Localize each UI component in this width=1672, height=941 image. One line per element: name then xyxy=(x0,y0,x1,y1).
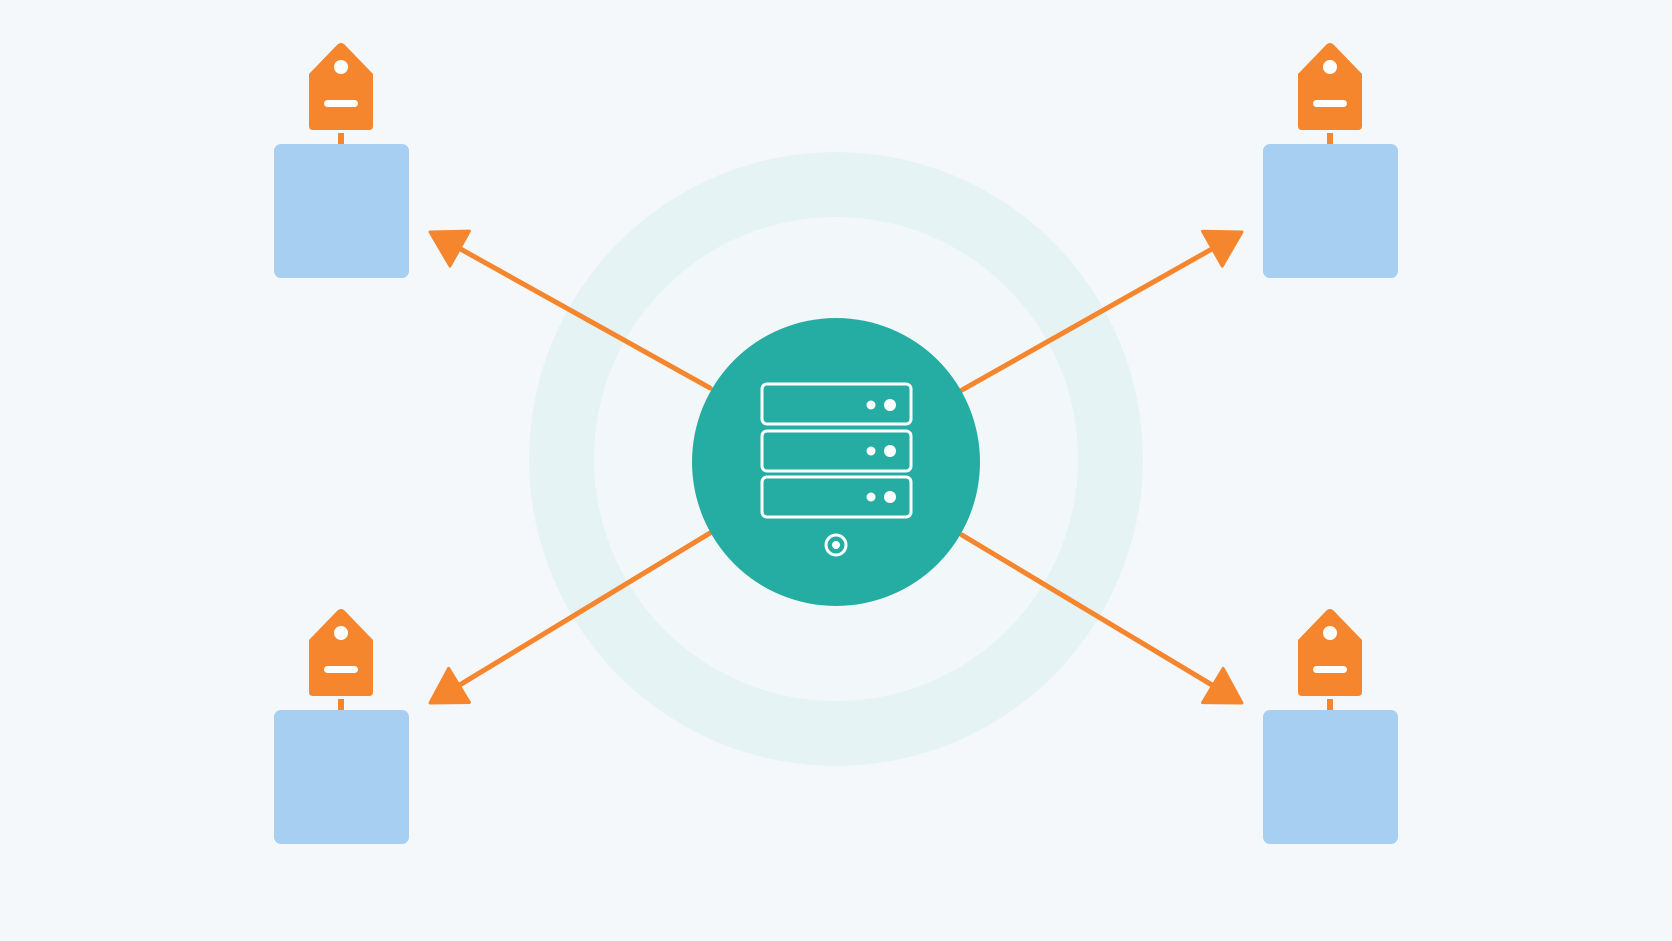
server-rack-icon xyxy=(760,382,913,557)
client-block xyxy=(274,710,409,844)
arrow-shaft xyxy=(959,532,1219,691)
tag-icon xyxy=(1298,609,1362,696)
server-led xyxy=(866,400,876,410)
client-node-bottom-left xyxy=(274,609,409,844)
tag-slot xyxy=(1313,666,1347,673)
server-power-ring xyxy=(824,533,848,557)
server-led xyxy=(884,491,896,503)
server-unit-3 xyxy=(760,475,913,519)
server-led xyxy=(866,492,876,502)
arrows-group xyxy=(428,229,1244,705)
server-led xyxy=(884,445,896,457)
client-node-top-right xyxy=(1263,43,1398,278)
client-node-bottom-right xyxy=(1263,609,1398,844)
server-led xyxy=(884,399,896,411)
tag-hole xyxy=(334,626,348,640)
tag-slot xyxy=(1313,100,1347,107)
arrow-to-top-right xyxy=(959,229,1244,393)
arrow-shaft xyxy=(959,244,1219,393)
tag-connector xyxy=(1327,133,1333,145)
arrow-to-top-left xyxy=(428,229,713,391)
arrow-to-bottom-right xyxy=(959,532,1244,705)
client-block xyxy=(1263,144,1398,278)
tag-connector xyxy=(1327,699,1333,711)
server-unit-1 xyxy=(760,382,913,426)
tag-connector xyxy=(338,133,344,145)
tag-icon xyxy=(309,43,373,130)
arrow-head xyxy=(428,229,471,268)
hub-node xyxy=(692,318,980,606)
arrow-shaft xyxy=(453,530,713,690)
tag-icon xyxy=(1298,43,1362,130)
server-led xyxy=(866,446,876,456)
client-block xyxy=(274,144,409,278)
tag-slot xyxy=(324,100,358,107)
client-block xyxy=(1263,710,1398,844)
arrow-to-bottom-left xyxy=(428,530,713,705)
arrow-head xyxy=(428,666,471,705)
hub-circle xyxy=(692,318,980,606)
tag-connector xyxy=(338,699,344,711)
tag-slot xyxy=(324,666,358,673)
tag-hole xyxy=(1323,626,1337,640)
arrow-shaft xyxy=(453,244,713,391)
arrow-head xyxy=(1201,666,1244,705)
server-led-group xyxy=(832,399,896,549)
arrow-head xyxy=(1201,229,1244,268)
tag-hole xyxy=(1323,60,1337,74)
tag-icon xyxy=(309,609,373,696)
server-unit-2 xyxy=(760,429,913,473)
tag-hole xyxy=(334,60,348,74)
client-node-top-left xyxy=(274,43,409,278)
server-power-dot xyxy=(832,541,840,549)
